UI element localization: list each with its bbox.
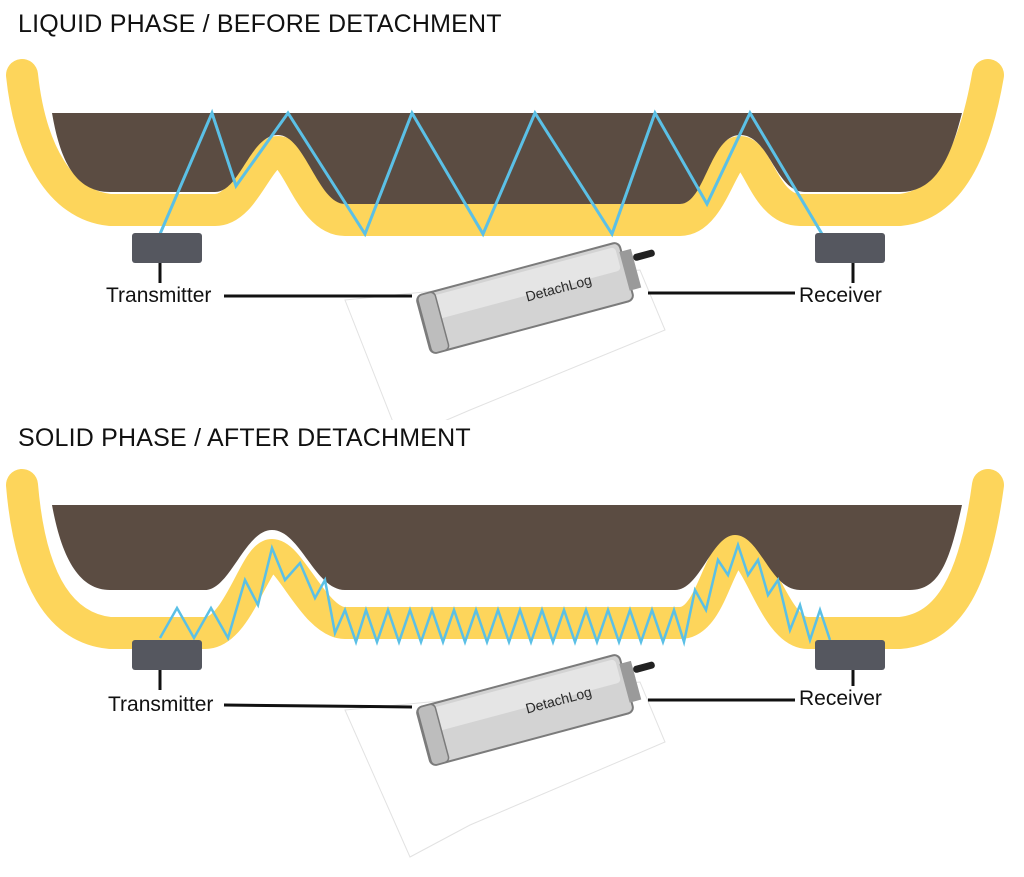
- liquid-phase-panel: DetachLog LIQUID PHASE / BEFORE DETACHME…: [0, 0, 1024, 420]
- solid-phase-diagram: DetachLog: [6, 469, 1004, 858]
- transmitter-label: Transmitter: [104, 692, 218, 718]
- receiver-sensor: [815, 233, 885, 263]
- ultrasonic-wave-path: [158, 108, 824, 238]
- transmitter-sensor: [132, 233, 202, 263]
- transmitter-sensor: [132, 640, 202, 670]
- panel-title: LIQUID PHASE / BEFORE DETACHMENT: [18, 10, 502, 38]
- transmitter-cable: [223, 703, 413, 709]
- solid-phase-panel: DetachLog SOLID PHASE / AFTER DETACHMENT…: [0, 420, 1024, 877]
- mold-shell: [6, 59, 1004, 236]
- detachlog-device: DetachLog: [416, 242, 655, 354]
- material-liquid: [52, 113, 962, 204]
- liquid-phase-diagram: DetachLog: [6, 59, 1004, 420]
- mold-shell: [6, 469, 1004, 649]
- receiver-label: Receiver: [795, 686, 886, 712]
- material-solid: [52, 505, 962, 590]
- ultrasonic-wave-path: [158, 541, 832, 647]
- panel-title: SOLID PHASE / AFTER DETACHMENT: [18, 424, 471, 452]
- transmitter-label: Transmitter: [102, 283, 216, 309]
- receiver-sensor: [815, 640, 885, 670]
- detachlog-device: DetachLog: [416, 654, 655, 766]
- receiver-label: Receiver: [795, 283, 886, 309]
